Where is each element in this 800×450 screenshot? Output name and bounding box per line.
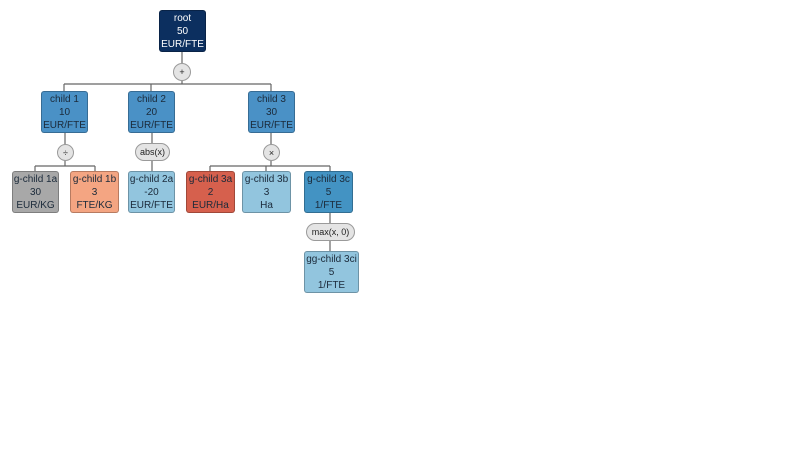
node-value: 3 [263, 186, 270, 198]
node-unit: EUR/FTE [130, 119, 173, 131]
node-value: 20 [145, 106, 158, 118]
node-name: g-child 3c [307, 173, 350, 185]
node-value: 30 [265, 106, 278, 118]
node-unit: EUR/KG [16, 199, 55, 211]
node-name: child 2 [137, 93, 166, 105]
node-name: child 1 [50, 93, 79, 105]
node-unit: FTE/KG [76, 199, 113, 211]
node-unit: 1/FTE [314, 199, 343, 211]
node-unit: Ha [260, 199, 273, 211]
node-name: g-child 1a [13, 173, 58, 185]
node-name: g-child 3b [244, 173, 289, 185]
node-unit: 1/FTE [317, 279, 346, 291]
node-value: -20 [144, 186, 159, 198]
node-value: 3 [91, 186, 98, 198]
node-name: g-child 2a [129, 173, 174, 185]
node-unit: EUR/Ha [192, 199, 229, 211]
node-value: 5 [328, 266, 335, 278]
node-value: 10 [58, 106, 71, 118]
operator-g3c: max(x, 0) [306, 223, 355, 241]
node-value: 5 [325, 186, 332, 198]
operator-root: + [173, 63, 191, 81]
node-value: 50 [176, 25, 189, 37]
operator-child2: abs(x) [135, 143, 170, 161]
node-name: child 3 [257, 93, 286, 105]
node-unit: EUR/FTE [250, 119, 293, 131]
node-unit: EUR/FTE [43, 119, 86, 131]
node-name: gg-child 3ci [306, 253, 357, 265]
operator-child3: × [263, 144, 280, 161]
node-unit: EUR/FTE [161, 38, 204, 50]
node-value: 2 [207, 186, 214, 198]
node-name: g-child 1b [72, 173, 117, 185]
node-unit: EUR/FTE [130, 199, 173, 211]
node-name: g-child 3a [188, 173, 233, 185]
operator-child1: ÷ [57, 144, 74, 161]
node-name: root [173, 12, 192, 24]
node-value: 30 [29, 186, 42, 198]
